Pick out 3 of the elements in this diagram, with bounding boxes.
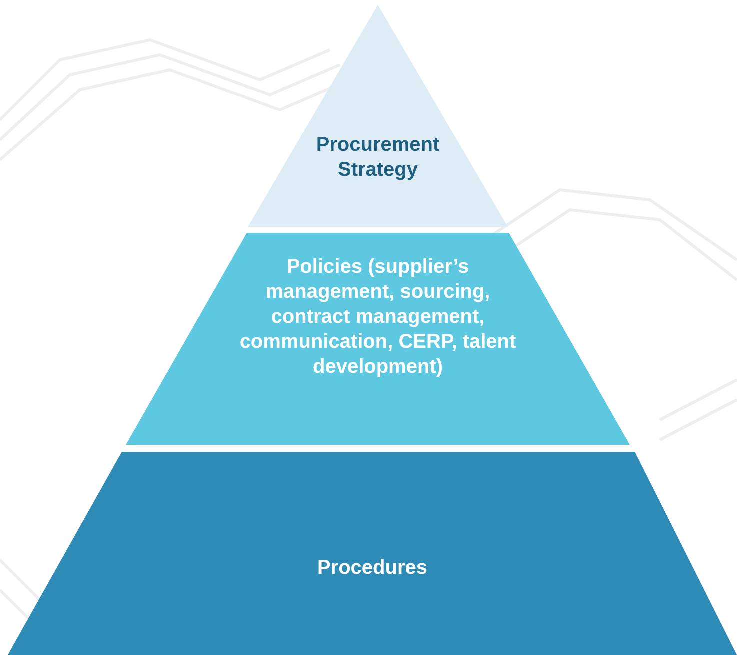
tier-label: Policies (supplier’s management, sourcing, contract management, communication, CERP, talent development) [238, 255, 518, 380]
tier-label: Procurement Strategy [315, 133, 441, 183]
tier-label: Procedures [316, 556, 429, 581]
